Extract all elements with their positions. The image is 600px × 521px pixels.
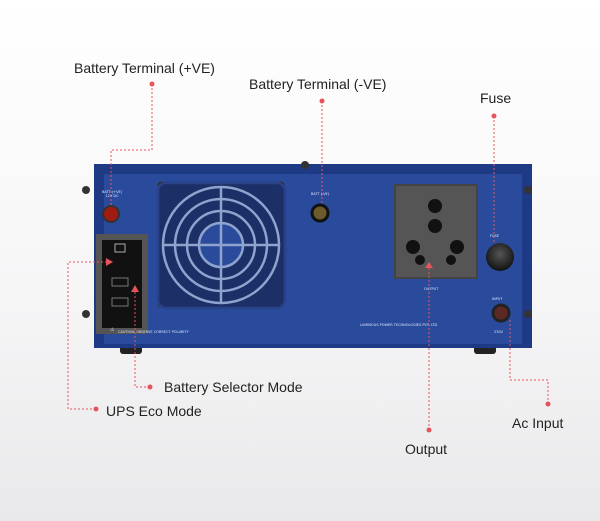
fuse-holder[interactable] (486, 243, 514, 271)
battery-negative-terminal[interactable] (310, 203, 330, 223)
label-battery-positive: Battery Terminal (+VE) (74, 60, 215, 76)
callout-dots (93, 81, 551, 433)
label-fuse: Fuse (480, 90, 512, 106)
output-marking: OUTPUT (424, 287, 439, 291)
input-marking: INPUT (492, 297, 503, 301)
label-ups-eco: UPS Eco Mode (106, 403, 202, 419)
label-battery-negative: Battery Terminal (-VE) (249, 76, 387, 92)
battery-positive-terminal[interactable] (102, 205, 120, 223)
ac-input-socket[interactable] (491, 303, 511, 323)
label-output: Output (405, 441, 448, 457)
warning-icon: ⚠ (110, 327, 115, 333)
fuse-marking: FUSE (490, 234, 500, 238)
output-socket[interactable] (394, 184, 478, 279)
maker-marking: LUMINOUS POWER TECHNOLOGIES PVT. LTD (360, 323, 438, 327)
label-battery-selector: Battery Selector Mode (164, 379, 303, 395)
label-ac-input: Ac Input (512, 415, 564, 431)
callout-lines (67, 84, 549, 430)
fan-grille (156, 181, 287, 310)
selector-switch[interactable] (96, 234, 148, 334)
input-voltage-marking: 230V (494, 330, 504, 334)
batt-positive-marking: BATT (+VE) 12V DC (101, 190, 123, 198)
caution-marking: CAUTION: OBSERVE CORRECT POLARITY (118, 330, 189, 334)
batt-negative-marking: BATT (-VE) (310, 192, 330, 196)
